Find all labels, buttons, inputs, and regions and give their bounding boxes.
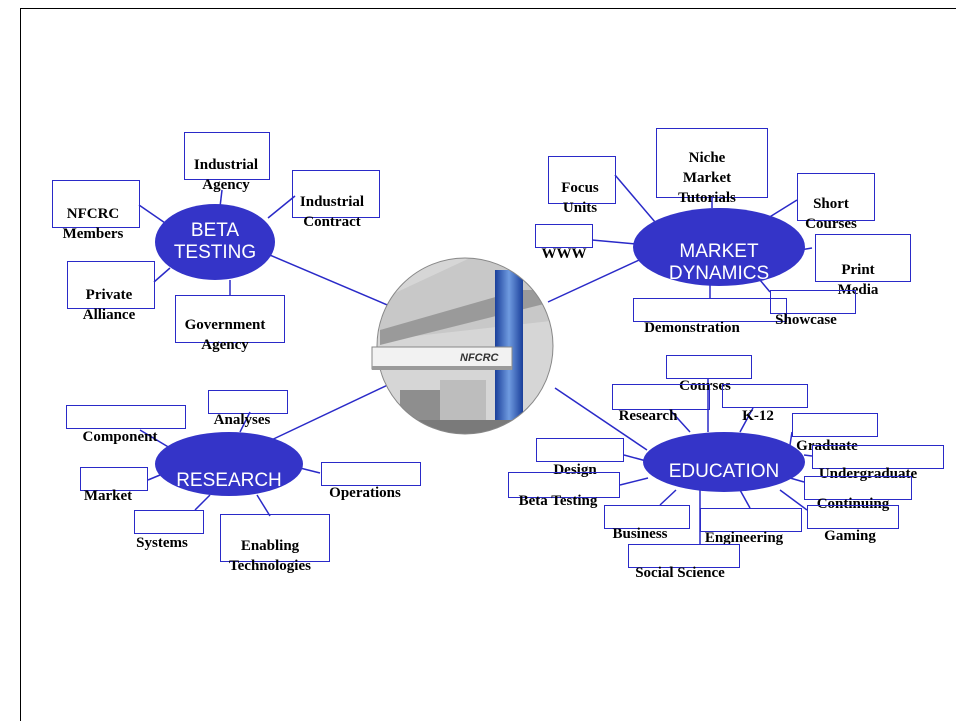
research-hub-label: RESEARCH — [176, 470, 282, 491]
operations-label: Operations — [329, 485, 401, 501]
design-label: Design — [553, 462, 597, 478]
beta-testing-hub-label: BETA TESTING — [173, 220, 257, 263]
research-edu-box — [612, 384, 710, 410]
short-courses-box — [797, 173, 875, 221]
niche-market-tutorials-box — [656, 128, 768, 198]
government-agency-box — [175, 295, 285, 343]
private-alliance-box — [67, 261, 155, 309]
nfcrc-members-label: NFCRC Members — [62, 206, 124, 242]
education-hub — [643, 432, 805, 492]
beta-testing-hub — [155, 204, 275, 280]
analyses-label: Analyses — [213, 412, 271, 428]
education-hub-label: EDUCATION — [668, 461, 780, 482]
private-alliance-label: Private Alliance — [82, 287, 136, 323]
graduate-label: Graduate — [796, 438, 858, 454]
gaming-label: Gaming — [824, 528, 876, 544]
graduate-box — [792, 413, 878, 437]
print-media-label: Print Media — [837, 262, 879, 298]
enabling-technologies-box — [220, 514, 330, 562]
component-label: Component — [82, 429, 158, 445]
center-logo-label: NFCRC — [460, 352, 499, 364]
industrial-contract-box — [292, 170, 380, 218]
systems-box — [134, 510, 204, 534]
engineering-label: Engineering — [704, 530, 784, 546]
operations-box — [321, 462, 421, 486]
industrial-contract-label: Industrial Contract — [299, 194, 365, 230]
beta-testing-edu-box — [508, 472, 620, 498]
social-science-label: Social Science — [635, 565, 725, 581]
market-label: Market — [83, 488, 133, 504]
market-dynamics-hub — [633, 208, 805, 286]
print-media-box — [815, 234, 911, 282]
continuing-box — [804, 476, 912, 500]
showcase-box — [770, 290, 856, 314]
gaming-box — [807, 505, 899, 529]
industrial-agency-box — [184, 132, 270, 180]
slide-frame — [20, 8, 956, 721]
courses-box — [666, 355, 752, 379]
component-box — [66, 405, 186, 429]
www-box — [535, 224, 593, 248]
business-label: Business — [612, 526, 668, 542]
beta-testing-edu-label: Beta Testing — [518, 493, 598, 509]
nfcrc-members-box — [52, 180, 140, 228]
enabling-technologies-label: Enabling Technologies — [229, 538, 311, 574]
niche-market-tutorials-label: Niche Market Tutorials — [678, 150, 736, 206]
systems-label: Systems — [136, 535, 188, 551]
analyses-box — [208, 390, 288, 414]
undergraduate-box — [812, 445, 944, 469]
k12-box — [722, 384, 808, 408]
research-edu-label: Research — [618, 408, 678, 424]
focus-units-box — [548, 156, 616, 204]
focus-units-label: Focus Units — [561, 180, 599, 216]
engineering-box — [700, 508, 802, 532]
undergraduate-label: Undergraduate — [818, 466, 918, 482]
market-box — [80, 467, 148, 491]
design-box — [536, 438, 624, 462]
center-emblem — [371, 257, 554, 435]
social-science-box — [628, 544, 740, 568]
market-dynamics-hub-label: MARKET DYNAMICS — [668, 241, 770, 284]
industrial-agency-label: Industrial Agency — [193, 157, 259, 193]
showcase-label: Showcase — [775, 312, 837, 328]
courses-label: Courses — [679, 378, 731, 394]
short-courses-label: Short Courses — [805, 196, 857, 232]
demonstration-box — [633, 298, 787, 322]
business-box — [604, 505, 690, 529]
continuing-label: Continuing — [816, 496, 890, 512]
demonstration-label: Demonstration — [644, 320, 740, 336]
research-hub — [155, 432, 303, 496]
www-label: WWW — [541, 246, 587, 262]
k12-label: K-12 — [742, 408, 774, 424]
government-agency-label: Government Agency — [184, 317, 266, 353]
